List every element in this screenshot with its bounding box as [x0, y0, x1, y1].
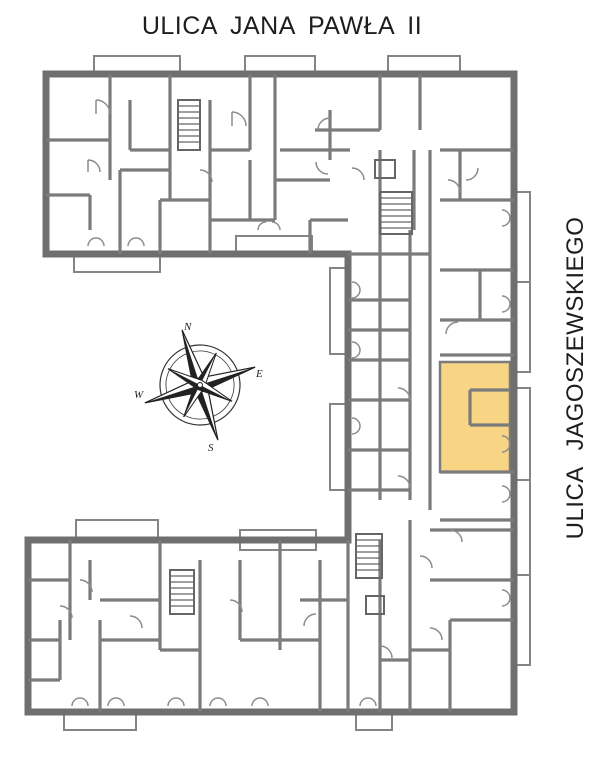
compass-west: W — [134, 389, 144, 401]
stairwell-bottom-right — [355, 533, 385, 615]
interior-walls — [28, 74, 514, 712]
compass-east: E — [255, 368, 263, 380]
street-name-top: ULICA JANA PAWŁA II — [141, 12, 423, 40]
compass-rose — [144, 329, 256, 441]
compass-south: S — [208, 442, 214, 454]
outer-walls — [24, 70, 518, 716]
door-swings — [59, 99, 511, 707]
stairwell-bottom-left — [169, 569, 195, 615]
highlighted-apartment[interactable] — [438, 360, 512, 474]
stairwell-top-right — [374, 159, 413, 235]
compass-north: N — [183, 321, 192, 333]
stairwell-top-left — [177, 99, 201, 151]
